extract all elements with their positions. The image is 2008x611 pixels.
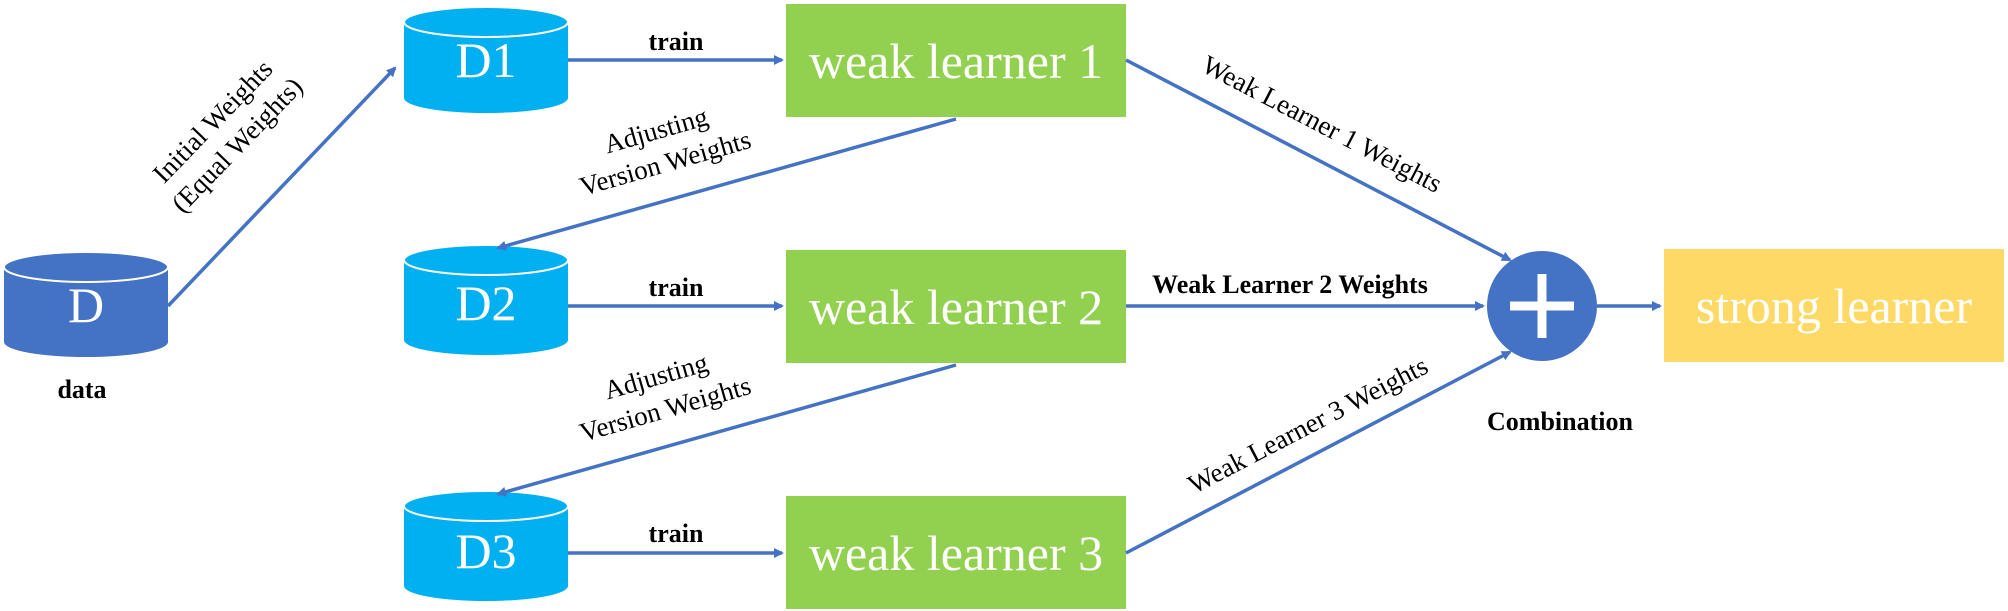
plus-icon <box>1510 274 1574 338</box>
train-label-3: train <box>649 519 704 548</box>
weak-learner-2-weights-label: Weak Learner 2 Weights <box>1152 270 1428 299</box>
weak-learner-1-label: weak learner 1 <box>809 33 1103 89</box>
arrow-weak-learner-1-to-combination <box>1125 58 1512 262</box>
arrow-weak-learner-1-to-d2 <box>496 117 957 251</box>
dataset-d3-cylinder: D3 <box>403 490 569 601</box>
weak-learner-3-weights-label: Weak Learner 3 Weights <box>1183 350 1433 499</box>
weak-learner-3-weights-text: Weak Learner 3 Weights <box>1183 350 1433 499</box>
arrow-weak-learner-2-to-d3 <box>496 363 957 497</box>
train-label-2: train <box>649 273 704 302</box>
data-cylinder-label: D <box>68 277 104 333</box>
arrow-weak-learner-3-to-combination <box>1125 350 1512 555</box>
dataset-d1-cylinder: D1 <box>403 6 569 113</box>
arrow-data-to-d1 <box>166 66 397 308</box>
dataset-d1-label: D1 <box>455 32 516 88</box>
combination-label: Combination <box>1487 407 1633 436</box>
dataset-d2-cylinder: D2 <box>403 244 569 355</box>
strong-learner-label: strong learner <box>1696 278 1973 334</box>
weak-learner-1-weights-text: Weak Learner 1 Weights <box>1197 49 1447 198</box>
initial-weights-label: Initial Weights (Equal Weights) <box>147 54 309 218</box>
dataset-d3-label: D3 <box>455 523 516 579</box>
weak-learner-1-box: weak learner 1 <box>786 4 1126 117</box>
combination-node <box>1487 251 1597 361</box>
data-caption: data <box>57 375 106 404</box>
dataset-d2-label: D2 <box>455 275 516 331</box>
data-cylinder: D <box>3 251 169 357</box>
weak-learner-2-label: weak learner 2 <box>809 279 1103 335</box>
weak-learner-1-weights-label: Weak Learner 1 Weights <box>1197 49 1447 198</box>
weak-learner-3-box: weak learner 3 <box>786 496 1126 609</box>
train-label-1: train <box>649 27 704 56</box>
strong-learner-box: strong learner <box>1664 249 2004 362</box>
weak-learner-3-label: weak learner 3 <box>809 525 1103 581</box>
weak-learner-2-box: weak learner 2 <box>786 250 1126 363</box>
